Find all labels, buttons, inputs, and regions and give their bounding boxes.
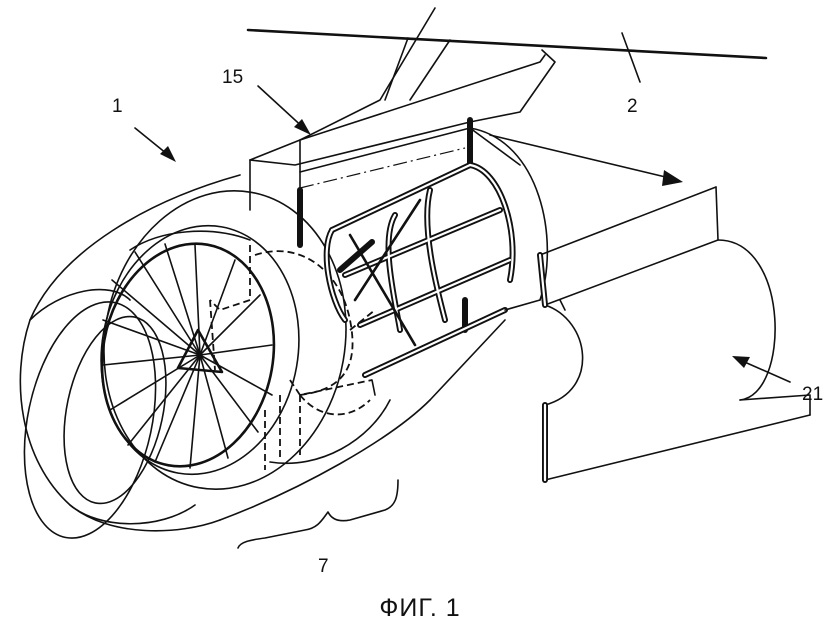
translation-arrow	[489, 134, 683, 186]
engine-core-hidden	[209, 190, 376, 470]
label-pylon: 15	[222, 67, 243, 88]
rear-nacelle-body	[371, 299, 541, 401]
figure-caption: ФИГ. 1	[379, 594, 460, 622]
pylon	[249, 7, 556, 211]
fan-cowl-brace	[237, 479, 399, 549]
leader-lines	[134, 32, 791, 383]
fan-blades	[102, 243, 273, 469]
spinner-cone	[176, 328, 224, 374]
label-fan-cowl: 7	[318, 556, 329, 577]
wing	[246, 28, 768, 60]
label-nacelle: 1	[112, 96, 123, 117]
thrust-reverser-cowl	[537, 186, 811, 483]
cascade-frame	[297, 117, 516, 378]
fan-cowl	[100, 190, 391, 490]
label-wing: 2	[627, 96, 638, 117]
label-thrust-reverser-cowl: 21	[802, 384, 823, 405]
nacelle-outline	[19, 127, 549, 539]
